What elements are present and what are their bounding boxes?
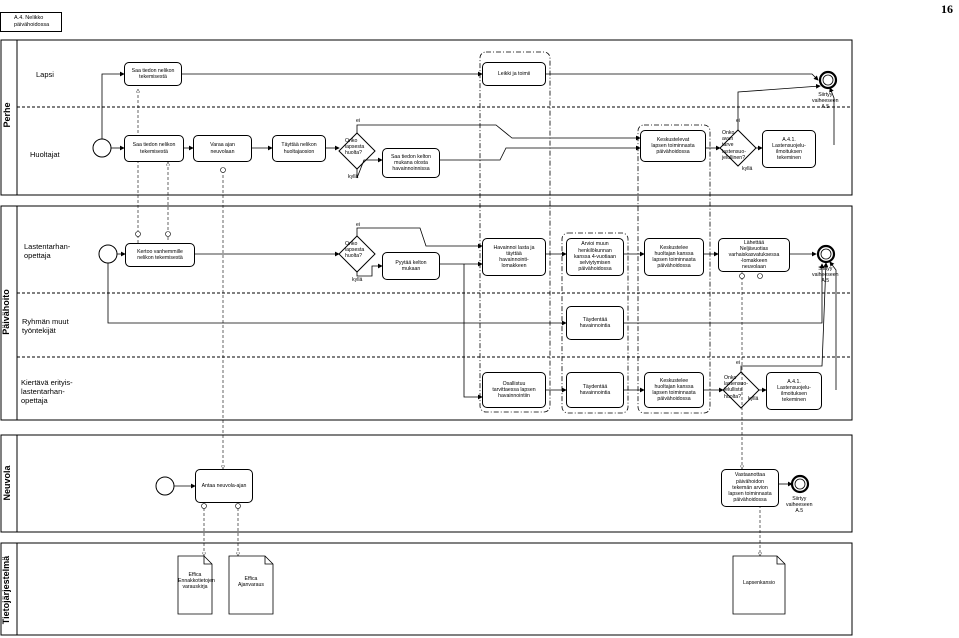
task-tayttaa-nelikon[interactable]: Täyttää nelikon huoltajaosion (272, 135, 326, 162)
doc-label-lapsenkansio: Lapsenkansio (742, 580, 775, 586)
lane-label-kiertava: Kiertävä erityis- lastentarhan- opettaja (21, 378, 73, 405)
task-leikki[interactable]: Leikki ja toimii (482, 62, 546, 86)
lane-label-ryhman-muut: Ryhmän muut työntekijät (22, 317, 69, 335)
task-huoltajat-saa-tiedon[interactable]: Saa tiedon nelikon tekemisestä (124, 135, 184, 162)
pool-label-neuvola: Neuvola (2, 465, 12, 501)
diagram-title: A.4. Nelikko päivähoidossa (14, 15, 50, 28)
gateway-apu-label: Onko avun tarve lastensuo- jelullinen? (722, 130, 746, 161)
flow-leikki-end (546, 73, 819, 81)
start-event-huoltajat (92, 138, 112, 158)
gateway-apu (719, 129, 757, 167)
lane-label-lastentarhanopettaja: Lastentarhan- opettaja (24, 242, 71, 260)
task-pyytaa-kelton[interactable]: Pyytää kelton mukaan (382, 252, 440, 280)
lane-label-lapsi: Lapsi (36, 70, 54, 79)
label-ei-1: ei (356, 118, 361, 124)
label-kylla-4: kyllä (748, 396, 759, 402)
task-vastaanottaa[interactable]: Vastaanottaa päivähoidon tekemän arvion … (721, 469, 779, 507)
task-saa-tiedon-kelto[interactable]: Saa tiedon kelton mukana olosta havainno… (382, 148, 440, 178)
task-lahettaa[interactable]: Lähettää Neljävuotias varhaiskasvatukses… (718, 238, 790, 272)
task-osallistuu[interactable]: Osallistuu tarvittaessa lapsen havainnoi… (482, 372, 546, 408)
label-ei-2: ei (356, 222, 361, 228)
doc-effica-ennakko (177, 555, 213, 615)
gateway-lto-label: Onko lapsesta huolta? (345, 241, 365, 260)
end-label-paivahoito: Siirtyy vaiheeseen A.5 (812, 266, 839, 285)
doc-label-effica-ajanvaraus: Effica Ajanvaraus (238, 576, 264, 589)
pool-perhe-frame (0, 39, 853, 196)
flow-start-lapsi (101, 71, 125, 139)
label-ei-4: ei (736, 360, 741, 366)
task-kertoo-vanhemmille[interactable]: Kertoo vanhemmille nelikon tekemisestä (125, 243, 195, 267)
lane-label-huoltajat: Huoltajat (30, 150, 60, 159)
start-event-lto (98, 244, 118, 264)
label-kylla-2: kyllä (352, 277, 363, 283)
doc-effica-ajanvaraus (228, 555, 274, 615)
pool-paivahoito-frame (0, 205, 853, 421)
task-lastensuojelu-huoltajat[interactable]: A.4.1. Lastensuojelu- ilmoituksen tekemi… (762, 130, 816, 168)
label-ei-3: ei (736, 118, 741, 124)
task-taydentaa-kelto[interactable]: Täydentää havainnointia (566, 372, 624, 408)
task-arvioi-muun[interactable]: Arvioi muun henkilökunnan kanssa 4-vuoti… (566, 238, 624, 276)
pool-tietojarjestelma-frame (0, 542, 853, 636)
diagram-title-box (0, 12, 62, 32)
doc-label-effica-ennakko: Effica Ennakkotietojen varauskirja (178, 572, 215, 591)
gateway-kelto-label: Onko lastensuo- jelullista huolta? (724, 375, 748, 400)
label-kylla-3: kyllä (742, 166, 753, 172)
end-label-perhe: Siirtyy vaiheeseen A.5 (812, 92, 839, 111)
group-keskustelu (637, 124, 711, 414)
flow-ei-lto (356, 227, 483, 249)
task-keskustelee-kelto[interactable]: Keskustelee huoltajan kanssa lapsen toim… (644, 372, 704, 408)
gateway-kelto (722, 371, 760, 409)
task-lapsi-saa-tiedon[interactable]: Saa tiedon nelikon tekemisestä (124, 62, 182, 86)
pool-label-tietojarjestelma: Tietojärjestelmä (1, 555, 11, 625)
flow-kelto-keskustelu (440, 145, 641, 161)
flow-ei-apu (737, 83, 821, 130)
group-havainnointi (479, 51, 551, 413)
end-label-neuvola: Siirtyy vaiheeseen A.5 (786, 496, 813, 515)
start-event-neuvola (155, 476, 175, 496)
task-lastensuojelu-kelto[interactable]: A.4.1. Lastensuojelu- ilmoituksen tekemi… (766, 372, 822, 410)
pool-neuvola-frame (0, 434, 853, 533)
pool-label-perhe: Perhe (2, 102, 12, 128)
task-antaa-neuvola[interactable]: Antaa neuvola-ajan (195, 469, 253, 503)
label-kylla-1: kyllä (348, 174, 359, 180)
gateway-huoltajat-label: Onko lapsesta huolta? (345, 138, 365, 157)
task-taydentaa-ryhma[interactable]: Täydentää havainnointia (566, 306, 624, 340)
task-keskustelevat[interactable]: Keskustelevat lapsen toiminnasta päiväho… (640, 130, 706, 162)
pool-label-paivahoito: Päivähoito (1, 289, 11, 335)
task-keskustelee-lto[interactable]: Keskustelee huoltajan kanssa lapsen toim… (644, 238, 704, 276)
task-varaa-ajan[interactable]: Varaa ajan neuvolaan (193, 135, 252, 162)
task-havainnoi-lasta[interactable]: Havainnoi lasta ja täyttää havainnointi-… (482, 238, 546, 276)
page-number: 16 (941, 2, 953, 16)
flow-ei-huoltajat (356, 124, 641, 141)
doc-lapsenkansio (732, 555, 786, 615)
